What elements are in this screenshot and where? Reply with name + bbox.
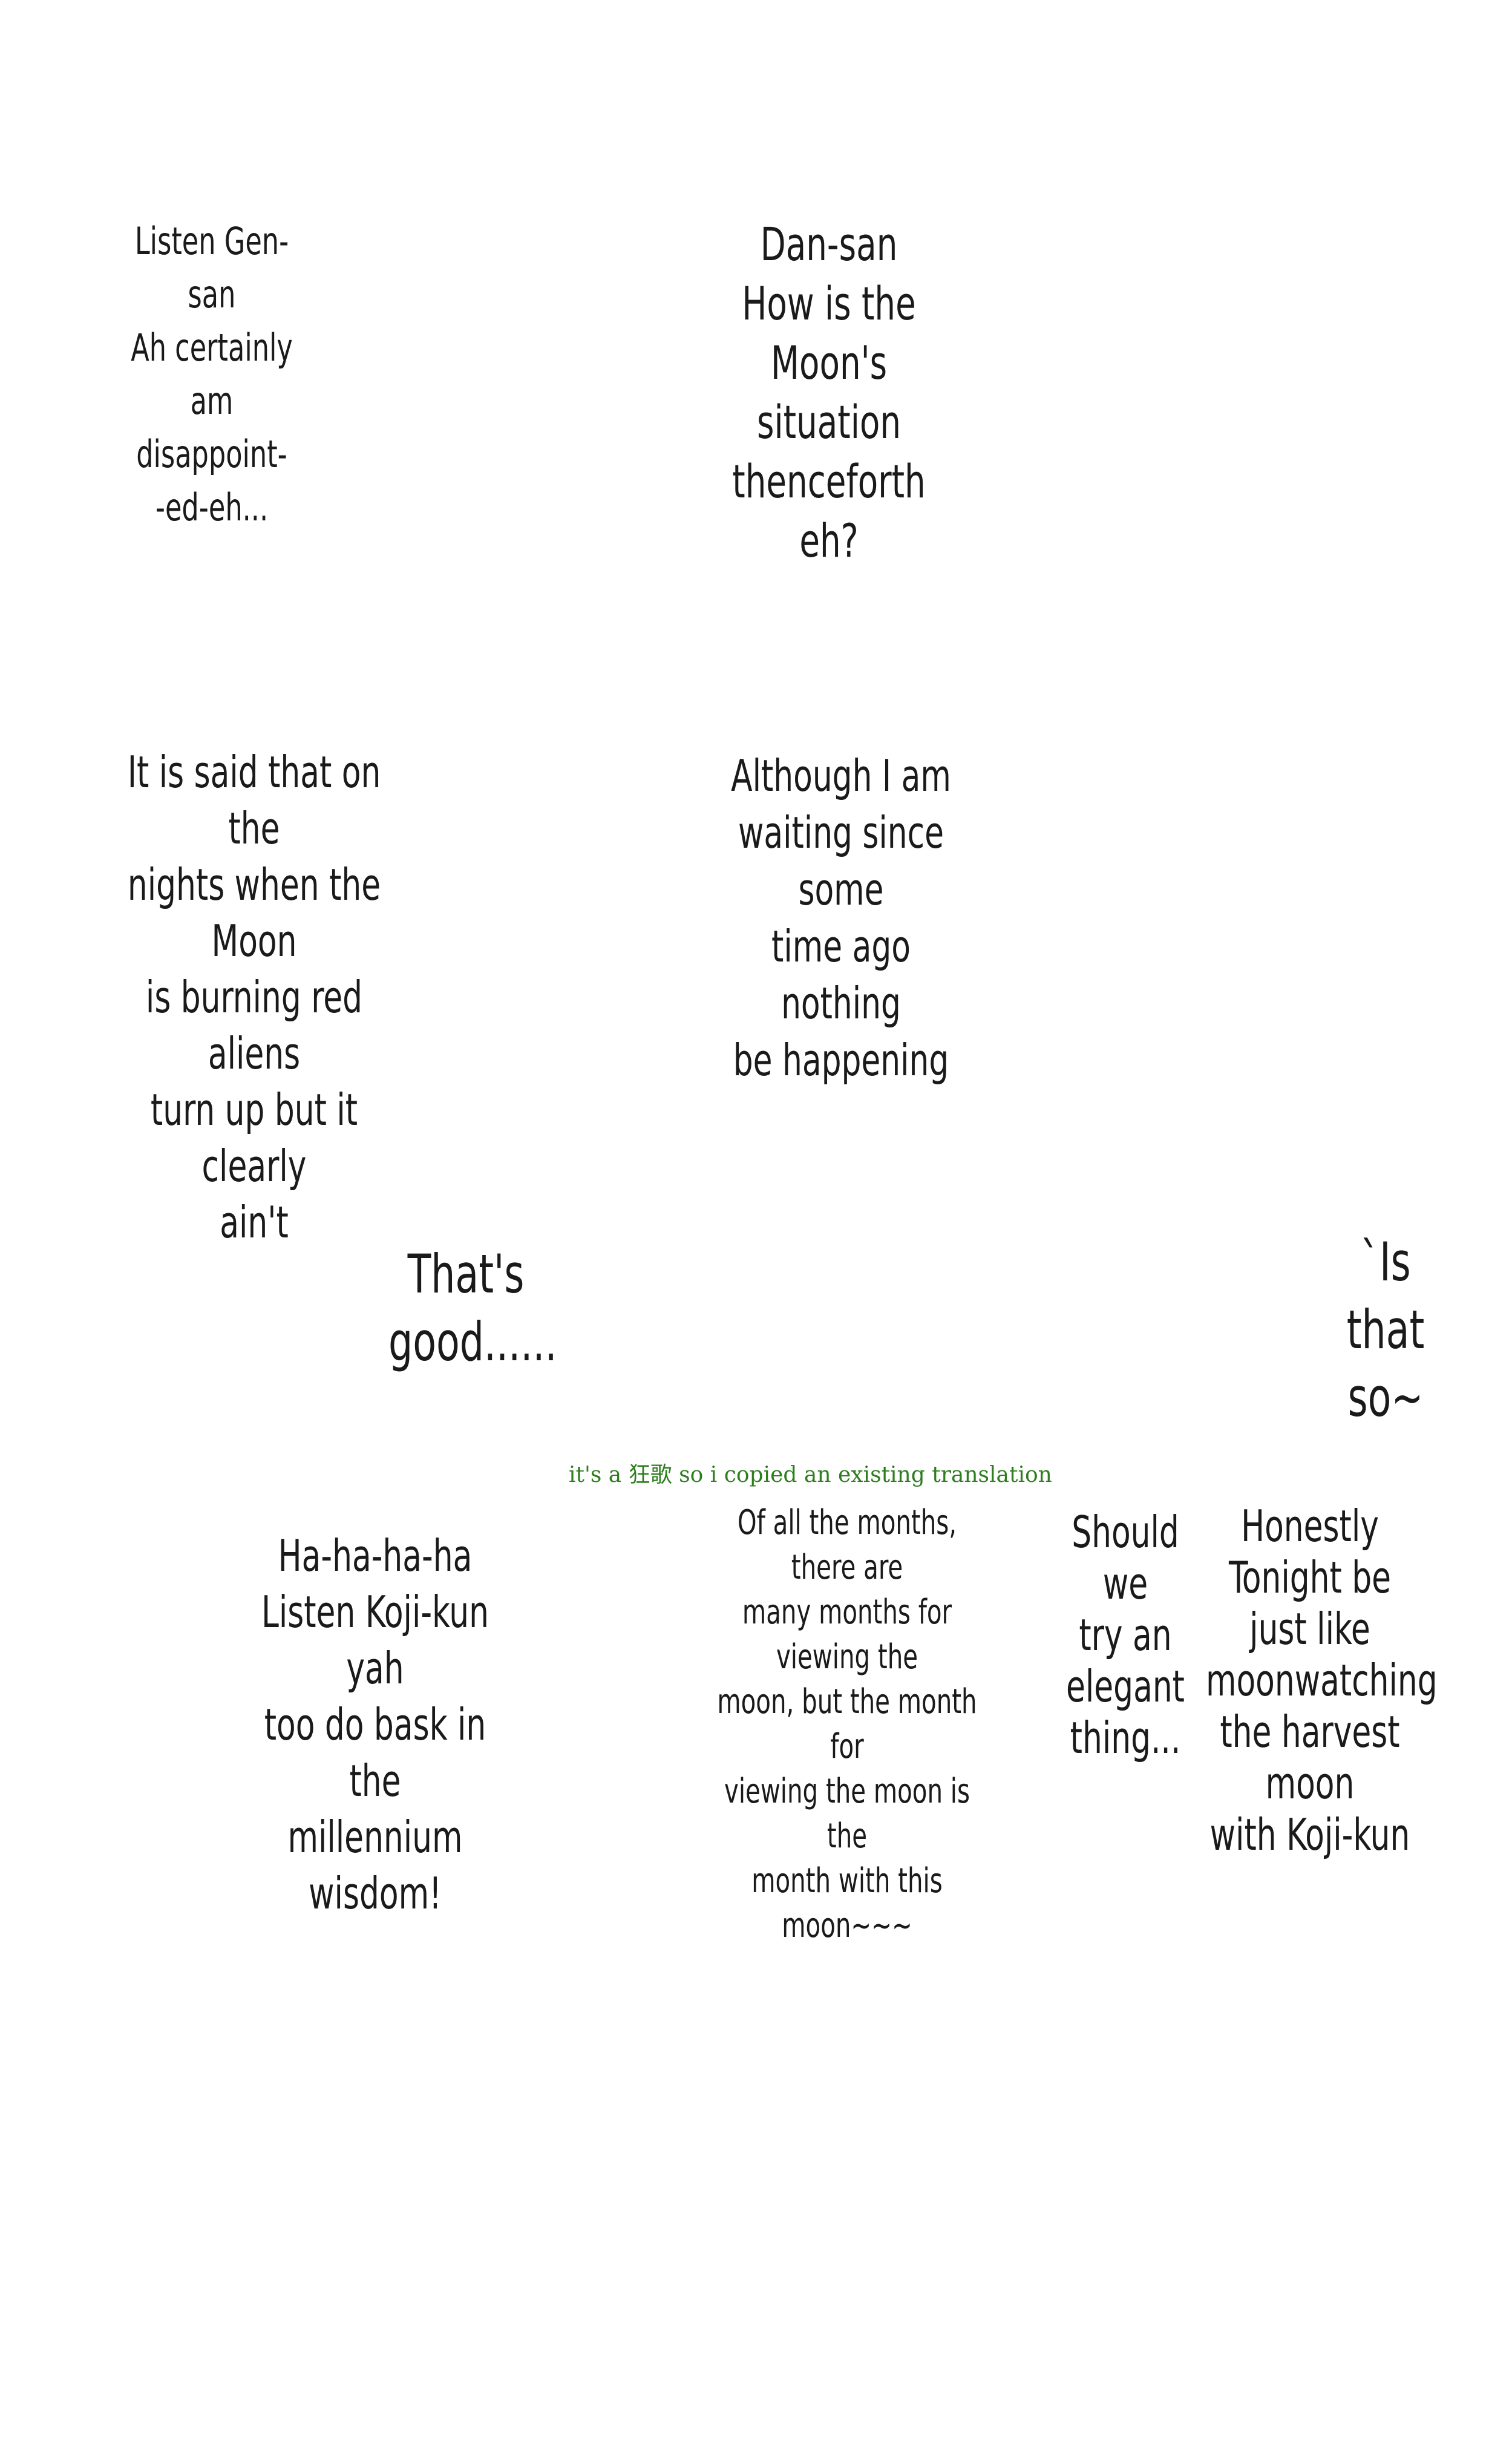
speech-bubble-honestly: Honestly Tonight be just like moonwatchi… [1206, 1501, 1438, 1860]
speech-bubble-dan-san: Dan-san How is the Moon's situation then… [732, 217, 926, 568]
speech-bubble-listen-gen-san: Listen Gen-san Ah certainly am disappoin… [131, 219, 293, 529]
speech-bubble-should-we: Should we try an elegant thing... [1065, 1507, 1185, 1763]
speech-bubble-of-all-months: Of all the months, there are many months… [717, 1503, 977, 1945]
speech-bubble-said-nights: It is said that on the nights when the M… [127, 747, 381, 1248]
translator-note: it's a 狂歌 so i copied an existing transl… [569, 1463, 1052, 1487]
speech-bubble-is-that-so: `Is that so~ [1346, 1231, 1425, 1429]
speech-bubble-hahaha: Ha-ha-ha-ha Listen Koji-kun yah too do b… [261, 1530, 489, 1919]
speech-bubble-thats-good: That's good...... [388, 1243, 557, 1373]
speech-bubble-although-waiting: Although I am waiting since some time ag… [731, 750, 951, 1086]
